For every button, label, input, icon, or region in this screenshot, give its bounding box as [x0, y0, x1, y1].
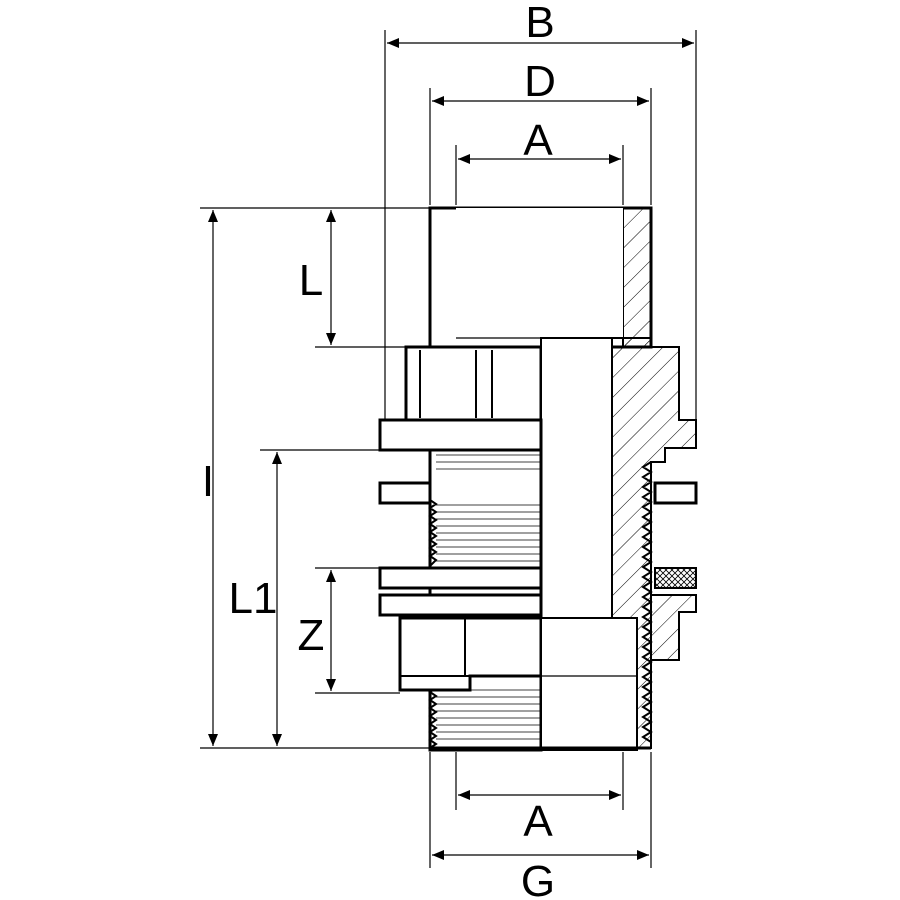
label-b: B [525, 0, 554, 47]
bore [540, 337, 613, 619]
label-a-top: A [523, 116, 553, 165]
gasket-right [654, 567, 697, 589]
dimension-lines [208, 38, 694, 860]
thread-lines [436, 454, 541, 740]
extension-lines [200, 30, 697, 868]
washer-right-lower [650, 594, 697, 661]
dimension-labels: B D A L I L1 Z A G [202, 0, 556, 900]
bore-lower [540, 617, 638, 751]
label-i: I [202, 457, 214, 506]
label-a-bottom: A [523, 797, 553, 846]
label-l: L [299, 256, 323, 305]
washer-lower-2 [378, 593, 543, 617]
thread-profile-left [428, 499, 438, 567]
washer-lower-1 [378, 566, 543, 590]
union-nut [404, 345, 543, 422]
washer-right-top [653, 481, 698, 505]
fitting-body [378, 206, 698, 752]
label-z: Z [298, 611, 325, 660]
label-l1: L1 [229, 574, 278, 623]
socket-wall-section [622, 207, 652, 348]
label-d: D [524, 57, 556, 106]
label-g: G [521, 857, 555, 900]
flange-collar [378, 418, 543, 452]
